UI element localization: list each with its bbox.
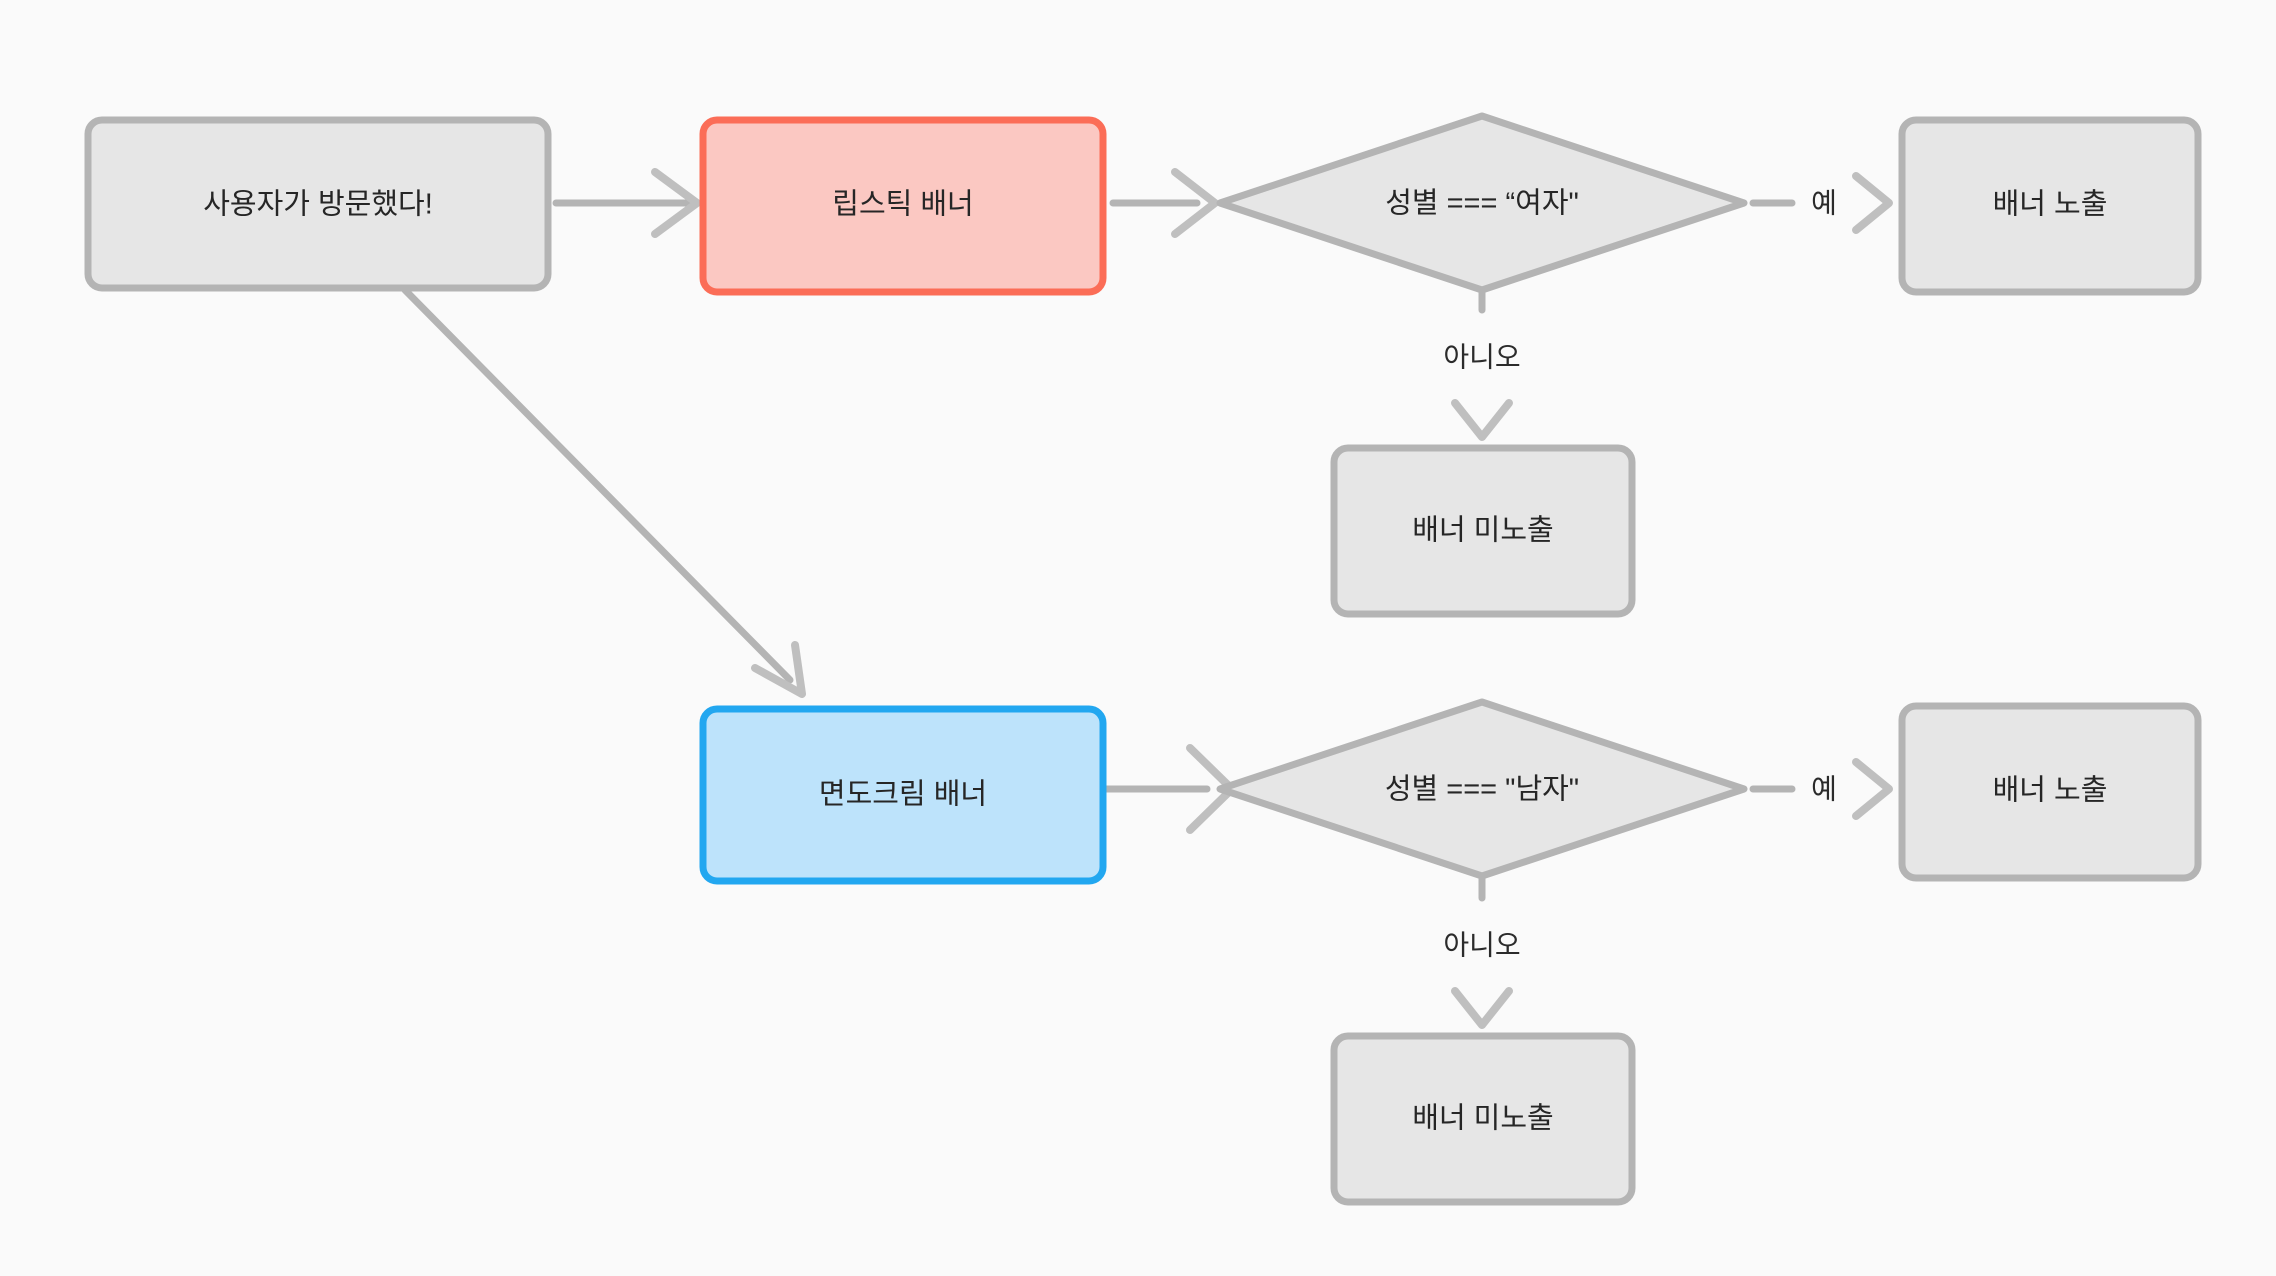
arrowhead-icon [1451,399,1513,441]
edge-label-yes-top: 예 [1811,187,1837,218]
node-lipstick-banner-shape[interactable] [699,116,1107,296]
node-shaving-banner-shape[interactable] [699,705,1107,885]
node-show-banner-top[interactable]: 배너 노출 [1898,116,2202,296]
edge-start-to-shaving [401,286,806,698]
edge-lipstick-to-condition-female [1109,168,1219,238]
arrowhead-icon [751,641,806,698]
edge-condition-female-yes: 예 [1749,172,1893,234]
node-hide-banner-top-shape[interactable] [1330,444,1636,618]
node-show-banner-bottom[interactable]: 배너 노출 [1898,702,2202,882]
edge-start-to-lipstick [552,168,701,238]
node-show-banner-top-shape[interactable] [1898,116,2202,296]
arrowhead-icon [1451,987,1513,1029]
node-hide-banner-top-label: 배너 미노출 [1412,514,1553,547]
node-hide-banner-bottom[interactable]: 배너 미노출 [1330,1032,1636,1206]
edge-condition-female-no: 아니오 [1443,271,1521,441]
node-show-banner-top-label: 배너 노출 [1993,188,2108,221]
node-lipstick-banner-label: 립스틱 배너 [832,188,973,221]
arrowhead-icon [1171,168,1219,238]
node-start-shape[interactable] [84,116,552,292]
edge-label-yes-bottom: 예 [1811,773,1837,804]
edge-condition-male-yes: 예 [1749,758,1893,820]
arrowhead-icon [651,168,701,238]
node-shaving-banner[interactable]: 면도크림 배너 [699,705,1107,885]
edge-condition-male-no: 아니오 [1443,857,1521,1029]
edge-label-no-top: 아니오 [1443,341,1520,372]
node-condition-female[interactable]: 성별 === “여자" [1216,112,1748,294]
edge-layer: 예 아니오 예 아니오 [401,168,1893,1029]
node-start[interactable]: 사용자가 방문했다! [84,116,552,292]
node-condition-female-shape[interactable] [1216,112,1748,294]
node-show-banner-bottom-label: 배너 노출 [1993,774,2108,807]
node-condition-male[interactable]: 성별 === "남자" [1216,698,1748,880]
node-hide-banner-top[interactable]: 배너 미노출 [1330,444,1636,618]
node-lipstick-banner[interactable]: 립스틱 배너 [699,116,1107,296]
arrowhead-icon [1852,758,1893,820]
arrowhead-icon [1852,172,1893,234]
edge-line [401,286,794,684]
node-condition-male-label: 성별 === "남자" [1385,774,1579,806]
node-hide-banner-bottom-label: 배너 미노출 [1412,1102,1553,1135]
edge-label-no-bottom: 아니오 [1443,929,1520,960]
node-start-label: 사용자가 방문했다! [203,189,433,221]
node-shaving-banner-label: 면도크림 배너 [819,778,987,811]
node-condition-female-label: 성별 === “여자" [1385,188,1579,220]
node-condition-male-shape[interactable] [1216,698,1748,880]
edge-shaving-to-condition-male [1096,744,1236,834]
node-hide-banner-bottom-shape[interactable] [1330,1032,1636,1206]
node-show-banner-bottom-shape[interactable] [1898,702,2202,882]
node-layer: 사용자가 방문했다! 립스틱 배너 성별 === “여자" 배너 노출 배너 미… [84,112,2202,1206]
